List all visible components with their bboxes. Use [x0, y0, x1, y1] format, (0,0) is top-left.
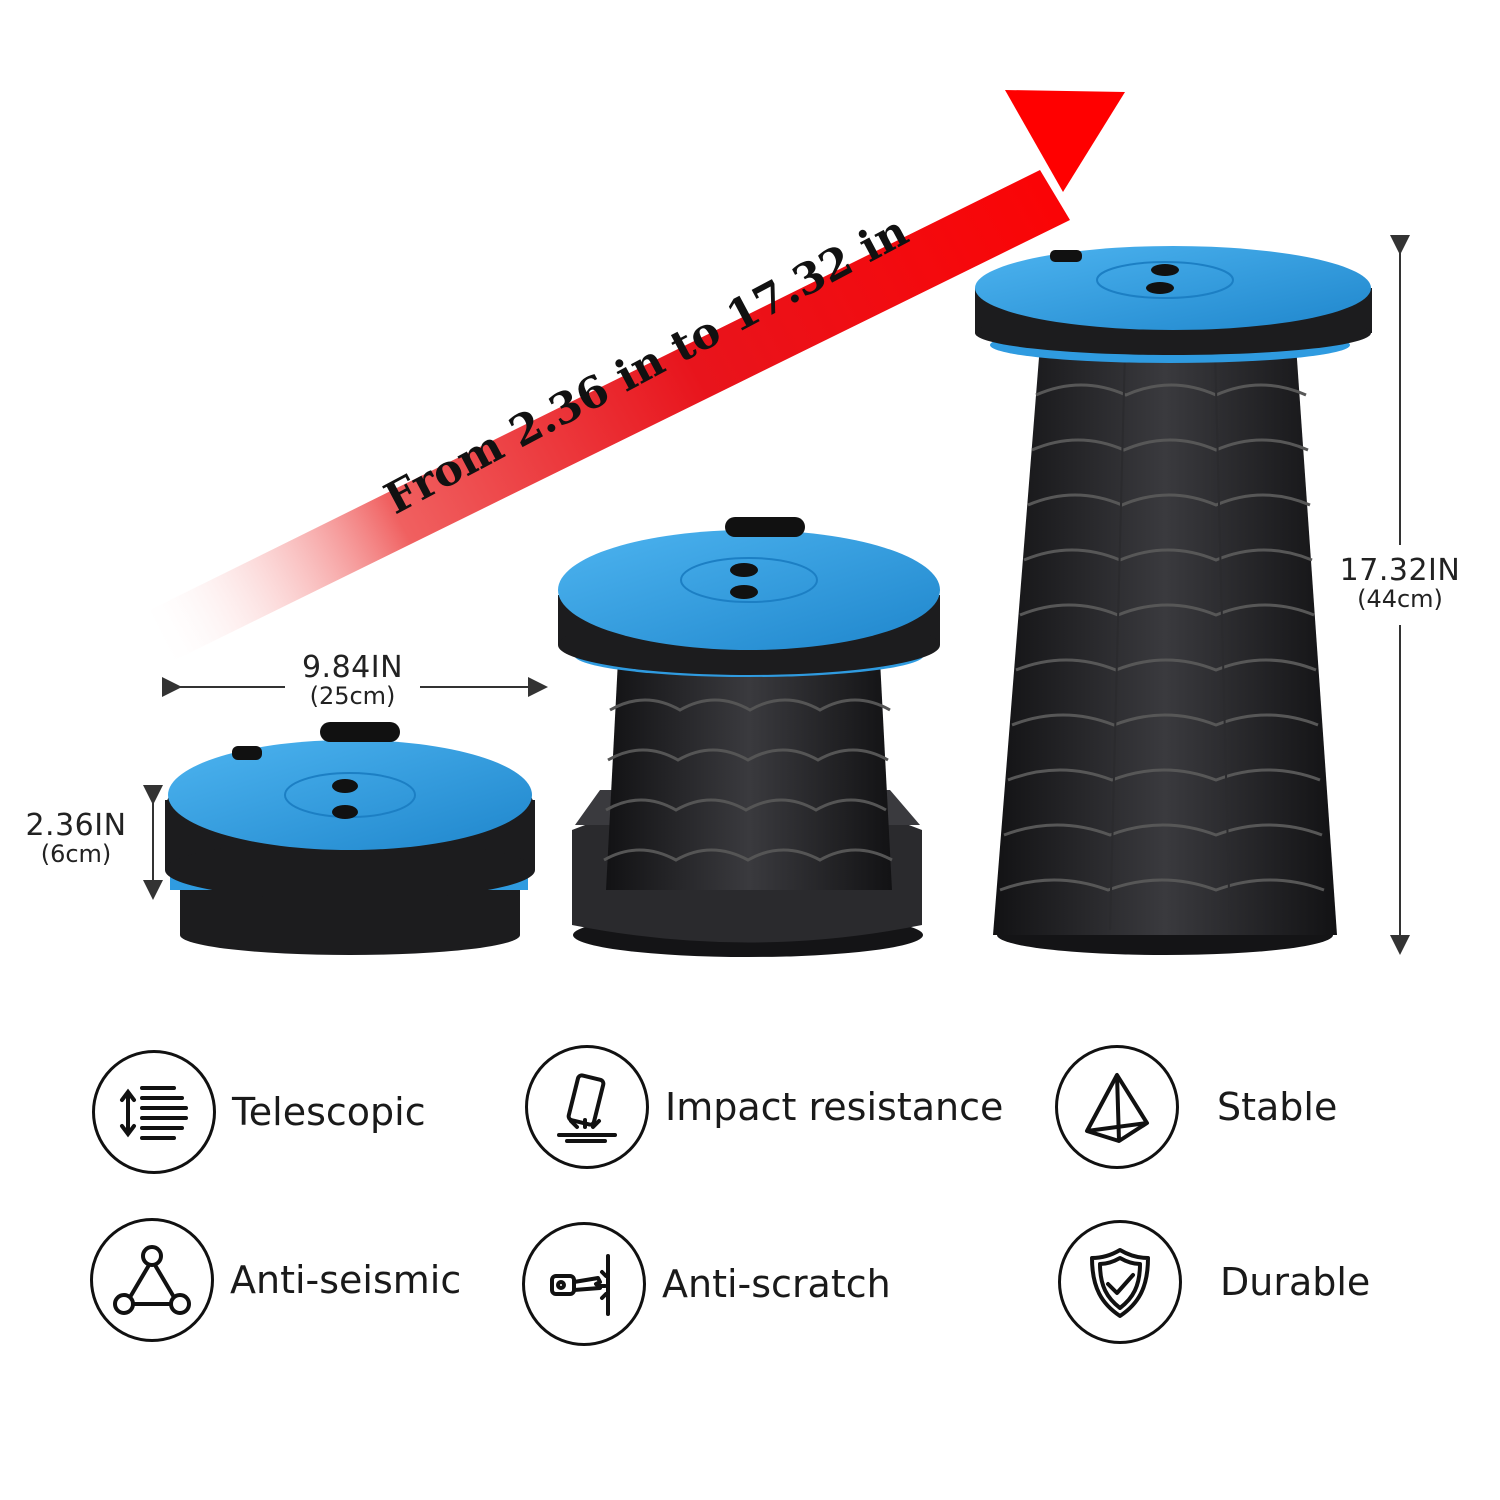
feature-stable: Stable [1055, 1045, 1337, 1169]
stool-mid [558, 517, 940, 957]
arrow-head [1005, 90, 1125, 192]
width-inches: 9.84IN [301, 650, 404, 685]
stool-illustration: From 2.36 in to 17.32 in [143, 90, 1410, 957]
feature-anti-scratch: Anti-scratch [522, 1222, 891, 1346]
feature-label-seismic: Anti-seismic [230, 1258, 462, 1302]
stool-collapsed [165, 722, 535, 955]
key-scratch-icon [522, 1222, 646, 1346]
feature-label-impact: Impact resistance [665, 1085, 1004, 1129]
feature-impact-resistance: Impact resistance [525, 1045, 1003, 1169]
max-height-cm: (44cm) [1357, 584, 1443, 613]
feature-label-durable: Durable [1220, 1260, 1371, 1304]
shield-check-icon [1058, 1220, 1182, 1344]
min-height-label: 2.36IN (6cm) [6, 810, 146, 867]
stool-extended [975, 246, 1372, 955]
max-height-label: 17.32IN (44cm) [1320, 555, 1480, 612]
min-height-inches: 2.36IN [25, 808, 127, 843]
feature-anti-seismic: Anti-seismic [90, 1218, 461, 1342]
min-height-cm: (6cm) [40, 839, 112, 868]
width-cm: (25cm) [309, 681, 396, 710]
triangle-nodes-icon [90, 1218, 214, 1342]
arrow-text: From 2.36 in to 17.32 in [377, 206, 917, 525]
width-label: 9.84IN (25cm) [270, 652, 435, 709]
feature-durable: Durable [1058, 1220, 1370, 1344]
feature-label-telescopic: Telescopic [232, 1090, 426, 1134]
feature-label-stable: Stable [1217, 1085, 1338, 1129]
phone-drop-icon [525, 1045, 649, 1169]
pyramid-icon [1055, 1045, 1179, 1169]
arrow-shaft [150, 170, 1070, 660]
feature-label-scratch: Anti-scratch [662, 1262, 891, 1306]
feature-telescopic: Telescopic [92, 1050, 426, 1174]
stack-lines-icon [92, 1050, 216, 1174]
max-height-inches: 17.32IN [1339, 553, 1461, 588]
